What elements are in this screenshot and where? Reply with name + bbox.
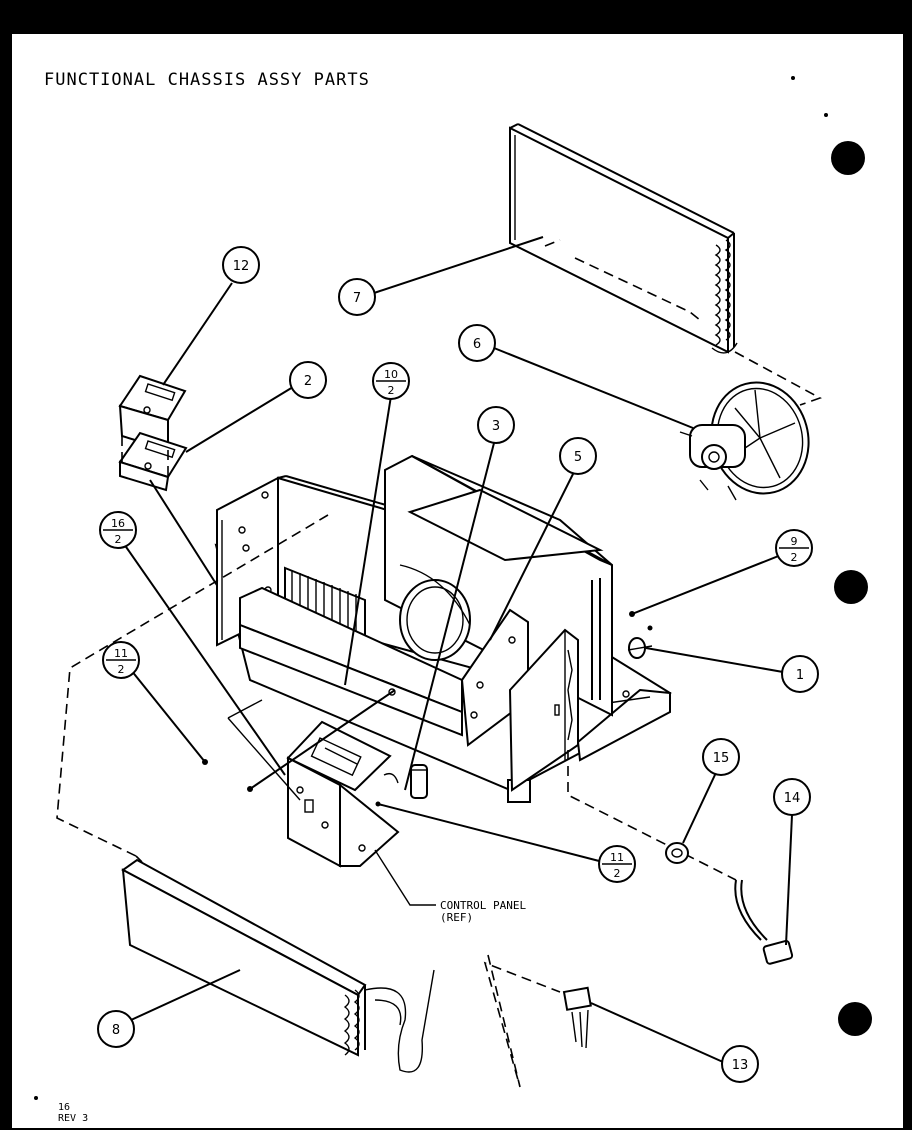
- thermal-switch: [627, 637, 653, 659]
- leader-2: [185, 386, 294, 453]
- leader-3: [404, 442, 495, 791]
- leader-8: [130, 969, 241, 1021]
- capacitor: [410, 764, 428, 799]
- binder-hole-top: [831, 141, 865, 175]
- svg-text:13: 13: [732, 1058, 749, 1073]
- page-number: 16: [58, 1102, 71, 1113]
- callout-12: 12: [222, 246, 260, 284]
- svg-text:2: 2: [614, 867, 621, 880]
- fan-motor-assembly: [679, 381, 810, 501]
- control-panel-leader: [374, 849, 436, 906]
- binder-hole-middle: [834, 570, 868, 604]
- relay-connector: [562, 986, 592, 1049]
- callout-1: 1: [781, 655, 819, 693]
- svg-text:2: 2: [304, 374, 312, 389]
- callout-14: 14: [773, 778, 811, 816]
- leader-11-2-left: [130, 669, 206, 763]
- svg-text:8: 8: [112, 1023, 120, 1038]
- svg-text:2: 2: [388, 384, 395, 397]
- leader-1: [645, 647, 784, 673]
- grommet: [665, 842, 689, 864]
- right-side-panel: [508, 628, 579, 792]
- svg-text:2: 2: [791, 551, 798, 564]
- leader-11-2-right: [377, 803, 604, 863]
- svg-text:16: 16: [111, 517, 125, 530]
- control-panel-label: CONTROL PANEL: [440, 899, 526, 912]
- control-panel-ref: [286, 720, 400, 868]
- callout-16-over-2: 16 2: [99, 511, 137, 549]
- page-title: FUNCTIONAL CHASSIS ASSY PARTS: [44, 70, 370, 90]
- callout-13: 13: [721, 1045, 759, 1083]
- page-footer: 16 REV 3: [58, 1102, 88, 1124]
- leader-12: [162, 282, 233, 386]
- callout-5: 5: [559, 437, 597, 475]
- svg-text:7: 7: [353, 291, 361, 306]
- leader-14: [785, 814, 793, 946]
- svg-text:10: 10: [384, 368, 398, 381]
- callout-15: 15: [702, 738, 740, 776]
- svg-text:11: 11: [610, 851, 624, 864]
- leader-10-2: [344, 395, 392, 686]
- svg-text:6: 6: [473, 337, 481, 352]
- leader-9-2: [631, 554, 782, 615]
- callout-10-over-2: 10 2: [372, 362, 410, 400]
- leader-16-2: [123, 543, 286, 776]
- leader-5: [489, 469, 576, 641]
- callout-2: 2: [289, 361, 327, 399]
- binder-hole-bottom: [838, 1002, 872, 1036]
- callout-9-over-2: 9 2: [775, 529, 813, 567]
- condenser-coil: [509, 123, 738, 354]
- svg-text:3: 3: [492, 419, 500, 434]
- control-bracket: [118, 374, 188, 492]
- callout-7: 7: [338, 278, 376, 316]
- leader-13: [590, 1002, 724, 1063]
- power-cord: [734, 879, 794, 965]
- svg-text:5: 5: [574, 450, 582, 465]
- leader-15: [682, 761, 722, 844]
- svg-text:2: 2: [118, 663, 125, 676]
- leader-7: [373, 236, 544, 294]
- callout-11-over-2-right: 11 2: [598, 845, 636, 883]
- callout-11-over-2-left: 11 2: [102, 641, 140, 679]
- svg-text:14: 14: [784, 791, 801, 806]
- svg-text:1: 1: [796, 668, 804, 683]
- evaporator-fins: [284, 566, 366, 642]
- evaporator-coil: [121, 858, 435, 1073]
- svg-text:15: 15: [713, 751, 730, 766]
- callout-8: 8: [97, 1010, 135, 1048]
- callout-6: 6: [458, 324, 496, 362]
- svg-text:12: 12: [233, 259, 250, 274]
- svg-text:2: 2: [115, 533, 122, 546]
- svg-text:9: 9: [791, 535, 798, 548]
- control-panel-ref-label: (REF): [440, 911, 473, 924]
- leader-6: [493, 347, 694, 429]
- callout-3: 3: [477, 406, 515, 444]
- svg-text:11: 11: [114, 647, 128, 660]
- revision-label: REV 3: [58, 1113, 89, 1124]
